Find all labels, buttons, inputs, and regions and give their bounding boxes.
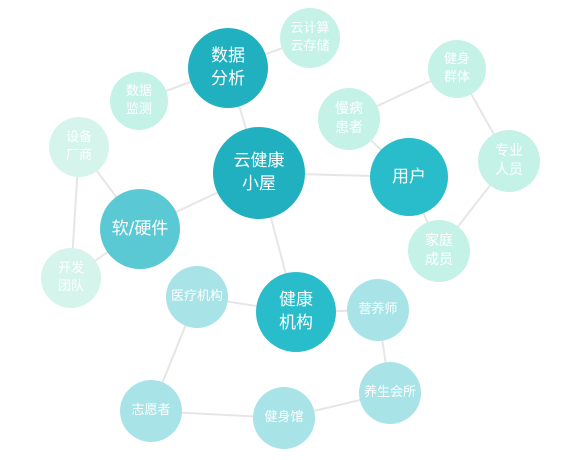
node-gym: 健身馆 [253, 387, 315, 449]
node-user: 用户 [370, 138, 448, 216]
node-label: 开发 团队 [57, 261, 84, 294]
node-label: 健康 机构 [279, 290, 313, 333]
node-label: 医疗机构 [170, 289, 223, 304]
node-label: 数据 监测 [125, 84, 152, 117]
node-label: 营养师 [358, 302, 398, 317]
node-label: 养生会所 [363, 385, 416, 400]
node-label: 用户 [392, 166, 426, 187]
node-label: 志愿者 [131, 403, 171, 418]
node-label: 云计算 云存储 [290, 21, 330, 54]
node-medical-institution: 医疗机构 [166, 266, 228, 328]
node-device-manufacturer: 设备 厂商 [49, 117, 109, 177]
node-label: 健身 群体 [443, 52, 470, 85]
node-label: 慢病 患者 [335, 101, 363, 136]
node-cloud-health-cabin: 云健康 小屋 [213, 127, 305, 219]
node-wellness-club: 养生会所 [359, 362, 421, 424]
node-health-organization: 健康 机构 [256, 272, 336, 352]
node-label: 设备 厂商 [65, 130, 92, 163]
node-professional-staff: 专业 人员 [478, 130, 540, 192]
node-data-monitoring: 数据 监测 [110, 72, 168, 130]
node-label: 家庭 成员 [425, 233, 453, 268]
node-label: 健身馆 [264, 410, 304, 425]
node-chronic-patient: 慢病 患者 [318, 88, 380, 150]
node-dev-team: 开发 团队 [41, 248, 101, 308]
node-label: 数据 分析 [211, 46, 245, 89]
node-label: 软/硬件 [111, 218, 169, 239]
node-volunteer: 志愿者 [120, 380, 182, 442]
node-nutritionist: 营养师 [347, 279, 409, 341]
node-data-analysis: 数据 分析 [188, 28, 268, 108]
node-label: 云健康 小屋 [233, 151, 285, 194]
node-cloud-computing: 云计算 云存储 [280, 8, 340, 68]
node-software-hardware: 软/硬件 [100, 189, 180, 269]
node-label: 专业 人员 [495, 143, 523, 178]
node-fitness-group: 健身 群体 [428, 40, 486, 98]
node-family-members: 家庭 成员 [408, 220, 470, 282]
